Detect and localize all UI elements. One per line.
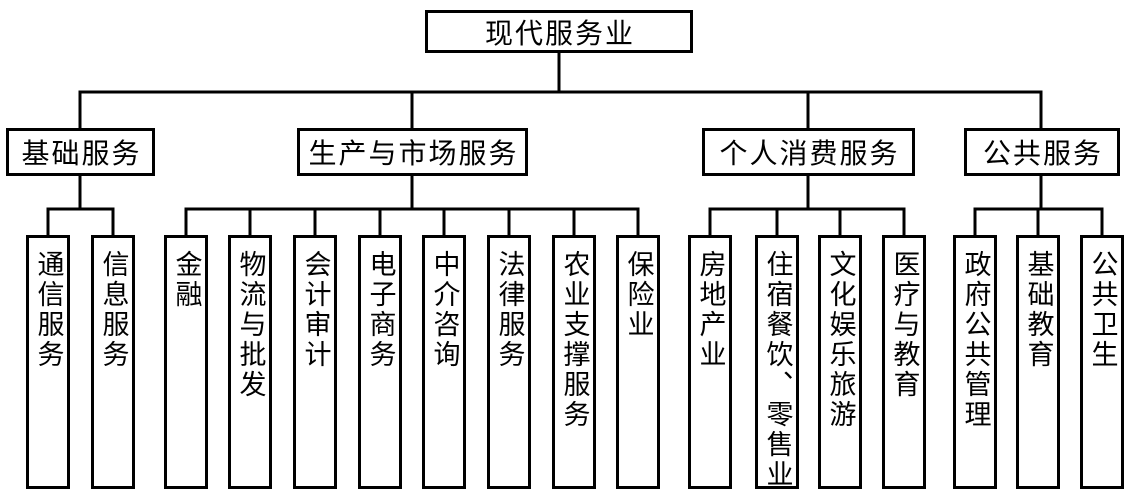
node-label: 保险业 bbox=[623, 250, 654, 340]
node-label: 医疗与教育 bbox=[889, 250, 920, 400]
node-logistics-wholesale: 物流与批发 bbox=[228, 235, 272, 489]
node-label: 中介咨询 bbox=[429, 250, 460, 370]
node-label: 通信服务 bbox=[33, 250, 64, 370]
node-label: 公共卫生 bbox=[1087, 250, 1118, 370]
node-public-services: 公共服务 bbox=[964, 128, 1120, 176]
node-government-public-admin: 政府公共管理 bbox=[953, 235, 997, 489]
node-label: 生产与市场服务 bbox=[308, 139, 519, 170]
node-e-commerce: 电子商务 bbox=[358, 235, 402, 489]
node-label: 基础服务 bbox=[21, 139, 142, 170]
node-label: 政府公共管理 bbox=[960, 250, 991, 430]
node-modern-service-industry: 现代服务业 bbox=[425, 10, 693, 53]
node-accommodation-catering-retail: 住宿餐饮、零售业 bbox=[755, 235, 799, 490]
node-label: 物流与批发 bbox=[235, 250, 266, 400]
node-accounting-audit: 会计审计 bbox=[293, 235, 337, 489]
node-label: 农业支撑服务 bbox=[559, 250, 590, 430]
node-information-services: 信息服务 bbox=[91, 235, 135, 489]
node-insurance: 保险业 bbox=[616, 235, 660, 489]
node-label: 基础教育 bbox=[1023, 250, 1054, 370]
node-label: 公共服务 bbox=[982, 139, 1103, 170]
node-label: 文化娱乐旅游 bbox=[825, 250, 856, 430]
node-label: 法律服务 bbox=[494, 250, 525, 370]
node-production-market-services: 生产与市场服务 bbox=[297, 128, 528, 176]
node-culture-entertainment-tourism: 文化娱乐旅游 bbox=[818, 235, 862, 489]
node-medical-education: 医疗与教育 bbox=[882, 235, 926, 489]
node-personal-consumption-services: 个人消费服务 bbox=[702, 128, 915, 176]
node-label: 电子商务 bbox=[365, 250, 396, 370]
node-label: 现代服务业 bbox=[484, 18, 635, 50]
node-basic-education: 基础教育 bbox=[1016, 235, 1060, 489]
node-finance: 金融 bbox=[164, 235, 208, 489]
node-agriculture-support-services: 农业支撑服务 bbox=[552, 235, 596, 489]
node-legal-services: 法律服务 bbox=[487, 235, 531, 489]
node-basic-services: 基础服务 bbox=[6, 128, 155, 176]
node-public-health: 公共卫生 bbox=[1080, 235, 1124, 489]
node-label: 房地产业 bbox=[695, 250, 726, 370]
node-label: 会计审计 bbox=[300, 250, 331, 370]
node-label: 住宿餐饮、零售业 bbox=[762, 250, 793, 490]
node-label: 金融 bbox=[171, 250, 202, 310]
node-communication-services: 通信服务 bbox=[26, 235, 70, 489]
node-intermediary-consulting: 中介咨询 bbox=[422, 235, 466, 489]
node-real-estate: 房地产业 bbox=[688, 235, 732, 489]
node-label: 个人消费服务 bbox=[719, 139, 900, 170]
node-label: 信息服务 bbox=[98, 250, 129, 370]
